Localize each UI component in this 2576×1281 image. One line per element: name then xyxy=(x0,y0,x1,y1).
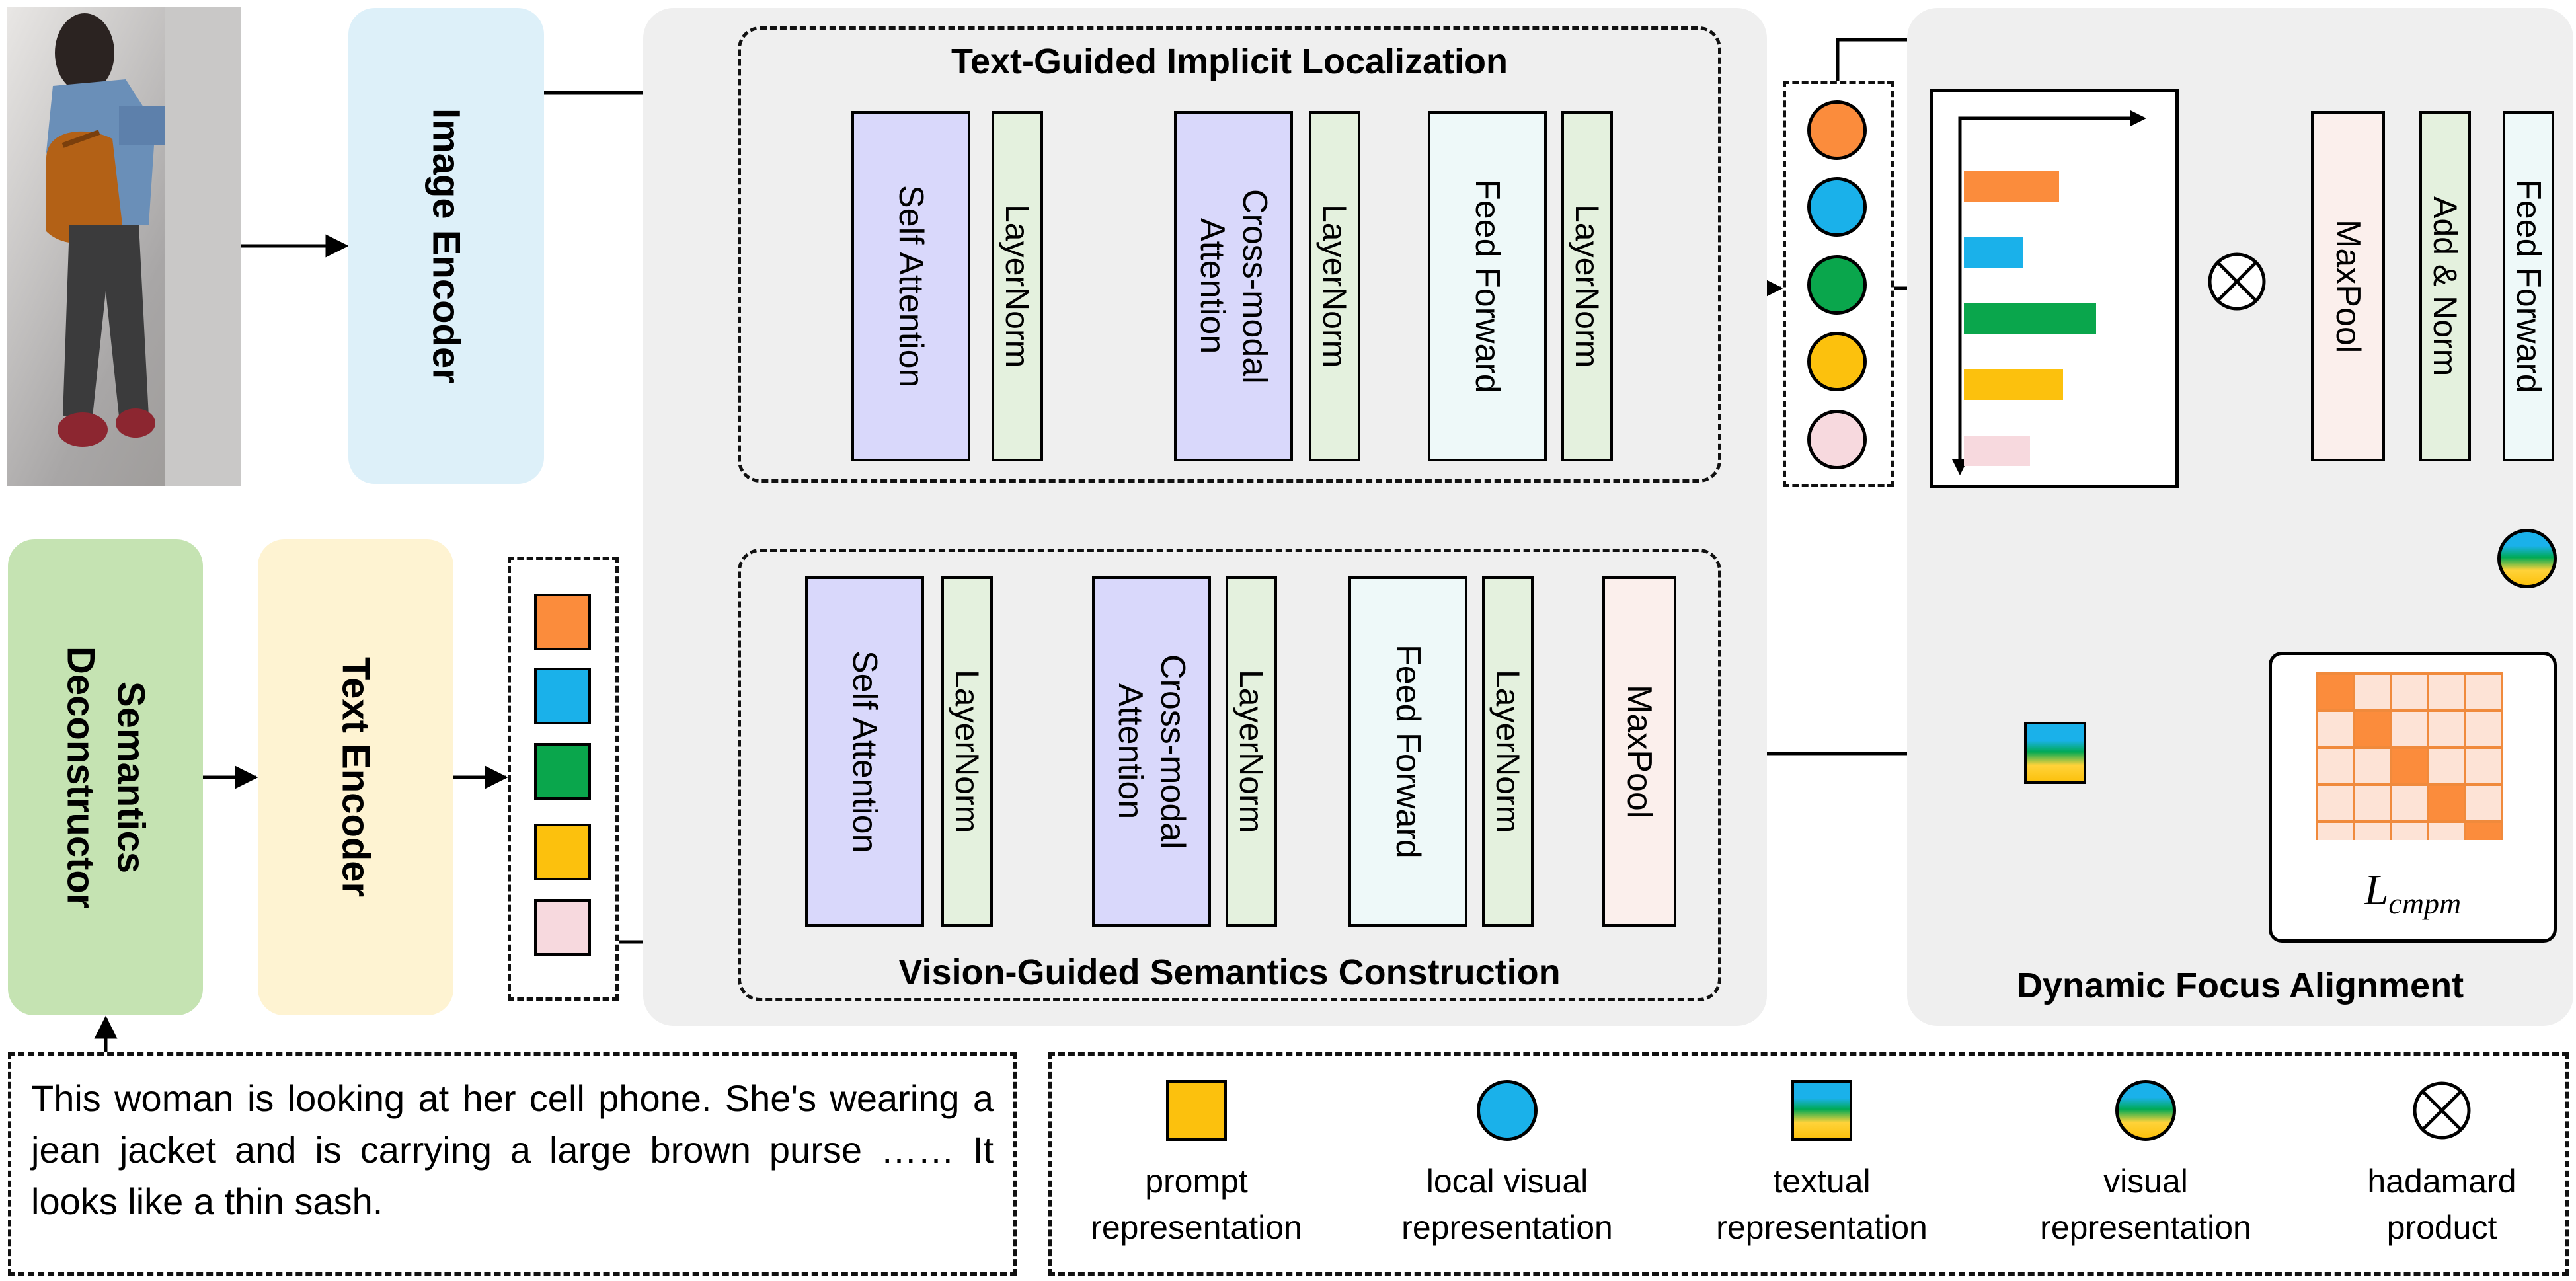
prompt-token-yellow xyxy=(534,824,591,880)
vgsc-feed-forward: Feed Forward xyxy=(1348,576,1467,927)
grid-cell xyxy=(2427,820,2466,840)
vgsc-maxpool: MaxPool xyxy=(1602,576,1676,927)
visual-token-green xyxy=(1807,255,1867,315)
matched-pair-cell xyxy=(2464,820,2503,840)
legend-prompt-icon xyxy=(1166,1080,1227,1141)
tgil-feed-forward: Feed Forward xyxy=(1428,111,1547,461)
matched-pair-cell xyxy=(2316,672,2355,712)
grid-cell xyxy=(2353,820,2392,840)
vgsc-cross-modal-attention: Cross-modal Attention xyxy=(1092,576,1211,927)
legend-hadamard-icon xyxy=(2413,1081,2471,1140)
tgil-layernorm-3: LayerNorm xyxy=(1561,111,1613,461)
prompt-token-pink xyxy=(534,899,591,956)
tgil-frame xyxy=(738,26,1721,483)
pedestrian-figure-icon xyxy=(7,7,241,486)
grid-cell xyxy=(2464,709,2503,749)
dfa-title: Dynamic Focus Alignment xyxy=(2016,966,2464,1005)
dfa-feed-forward: Feed Forward xyxy=(2503,111,2554,461)
grid-cell xyxy=(2353,672,2392,712)
local-visual-token-column xyxy=(1783,81,1894,487)
semantics-deconstructor: Semantics Deconstructor xyxy=(8,539,203,1015)
vgsc-layernorm-3: LayerNorm xyxy=(1482,576,1534,927)
caption-text: This woman is looking at her cell phone.… xyxy=(31,1077,994,1222)
tgil-title: Text-Guided Implicit Localization xyxy=(951,42,1508,81)
grid-cell xyxy=(2464,783,2503,823)
grid-cell xyxy=(2316,820,2355,840)
prompt-token-column xyxy=(508,557,619,1001)
visual-token-blue xyxy=(1807,177,1867,237)
prompt-token-blue xyxy=(534,668,591,724)
chart-axes xyxy=(1958,116,2138,467)
tgil-cross-modal-attention: Cross-modal Attention xyxy=(1174,111,1293,461)
grid-cell xyxy=(2427,746,2466,786)
grid-cell xyxy=(2464,746,2503,786)
loss-label: Lcmpm xyxy=(2364,866,2462,921)
grid-cell xyxy=(2390,820,2429,840)
image-encoder: Image Encoder xyxy=(348,8,544,484)
grid-cell xyxy=(2390,783,2429,823)
textual-representation-node xyxy=(2024,722,2086,784)
hadamard-product-icon xyxy=(2208,252,2266,311)
vgsc-title: Vision-Guided Semantics Construction xyxy=(898,952,1561,992)
grid-cell xyxy=(2316,709,2355,749)
attention-bar-green xyxy=(1964,303,2096,334)
pedestrian-photo xyxy=(7,7,241,486)
hadamard-product-node xyxy=(2206,251,2267,312)
grid-cell xyxy=(2464,672,2503,712)
grid-cell xyxy=(2353,783,2392,823)
legend-textual-icon xyxy=(1791,1080,1852,1141)
attention-bars xyxy=(1952,110,2146,475)
attention-bar-blue xyxy=(1964,237,2023,268)
vgsc-layernorm-2: LayerNorm xyxy=(1226,576,1277,927)
grid-cell xyxy=(2427,672,2466,712)
cmpm-loss-matrix: Lcmpm xyxy=(2269,652,2557,943)
attention-bar-pink xyxy=(1964,436,2030,466)
vgsc-frame xyxy=(738,549,1721,1001)
prompt-token-orange xyxy=(534,594,591,650)
grid-cell xyxy=(2390,672,2429,712)
text-encoder: Text Encoder xyxy=(258,539,453,1015)
vgsc-self-attention: Self Attention xyxy=(805,576,924,927)
caption-box: This woman is looking at her cell phone.… xyxy=(8,1052,1017,1276)
matched-pair-cell xyxy=(2353,709,2392,749)
visual-token-yellow xyxy=(1807,332,1867,391)
legend-local-visual-icon xyxy=(1477,1080,1538,1141)
legend-box xyxy=(1048,1052,2569,1276)
grid-cell xyxy=(2316,746,2355,786)
vgsc-layernorm-1: LayerNorm xyxy=(941,576,993,927)
matched-pair-cell xyxy=(2427,783,2466,823)
visual-token-orange xyxy=(1807,100,1867,160)
attention-bar-orange xyxy=(1964,171,2059,202)
dfa-add-norm: Add & Norm xyxy=(2419,111,2471,461)
tgil-layernorm-1: LayerNorm xyxy=(992,111,1043,461)
attention-bar-yellow xyxy=(1964,369,2063,400)
visual-representation-node xyxy=(2497,529,2557,588)
legend-hadamard xyxy=(2411,1080,2472,1141)
legend-visual-icon xyxy=(2115,1080,2176,1141)
attention-weight-chart xyxy=(1930,89,2179,488)
grid-cell xyxy=(2427,709,2466,749)
tgil-layernorm-2: LayerNorm xyxy=(1309,111,1360,461)
prompt-token-green xyxy=(534,743,591,800)
x-axis-arrowhead xyxy=(2130,110,2146,126)
visual-token-pink xyxy=(1807,410,1867,469)
grid-cell xyxy=(2353,746,2392,786)
similarity-grid xyxy=(2316,672,2503,840)
grid-cell xyxy=(2390,709,2429,749)
grid-cell xyxy=(2316,783,2355,823)
matched-pair-cell xyxy=(2390,746,2429,786)
dfa-maxpool: MaxPool xyxy=(2311,111,2385,461)
tgil-self-attention: Self Attention xyxy=(851,111,970,461)
